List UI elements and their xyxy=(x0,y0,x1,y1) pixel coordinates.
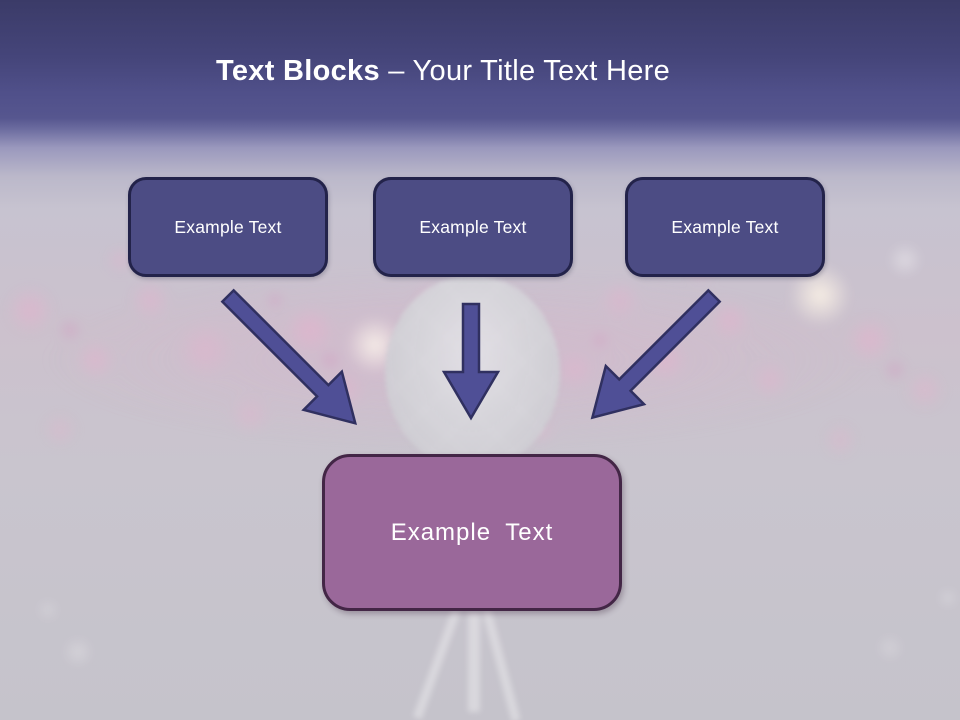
bottom-text-block[interactable]: Example Text xyxy=(322,454,622,611)
slide-title[interactable]: Text Blocks – Your Title Text Here xyxy=(216,55,670,88)
text-block-2-label: Example Text xyxy=(419,216,527,237)
title-area: Text Blocks – Your Title Text Here xyxy=(0,55,960,88)
arrow-left-icon[interactable] xyxy=(209,277,374,442)
slide-title-bold: Text Blocks xyxy=(215,55,380,87)
arrow-middle-icon[interactable] xyxy=(441,302,501,421)
text-block-1[interactable]: Example Text xyxy=(128,177,328,277)
arrow-right-icon[interactable] xyxy=(573,277,733,437)
bottom-text-block-label: Example Text xyxy=(390,518,554,546)
text-block-3-label: Example Text xyxy=(671,216,779,237)
text-block-2[interactable]: Example Text xyxy=(373,177,573,277)
text-block-3[interactable]: Example Text xyxy=(625,177,825,277)
text-block-1-label: Example Text xyxy=(174,216,282,237)
slide-title-rest: – Your Title Text Here xyxy=(379,55,671,87)
